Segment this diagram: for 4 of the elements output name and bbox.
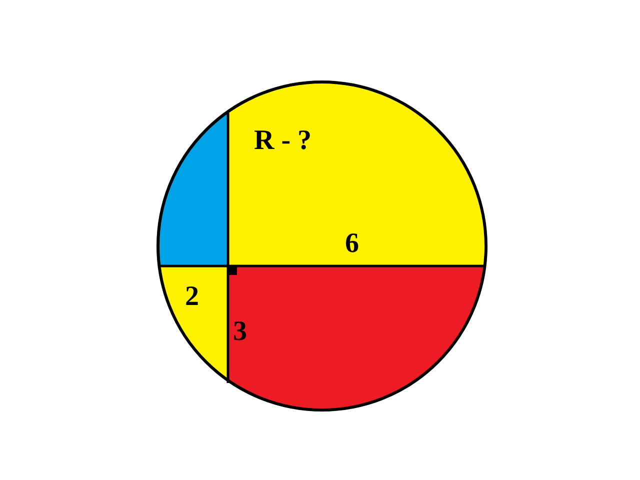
length-label: 3	[233, 318, 247, 346]
question-label: R - ?	[254, 127, 312, 155]
length-label: 2	[185, 283, 199, 311]
length-label: 6	[345, 230, 359, 258]
